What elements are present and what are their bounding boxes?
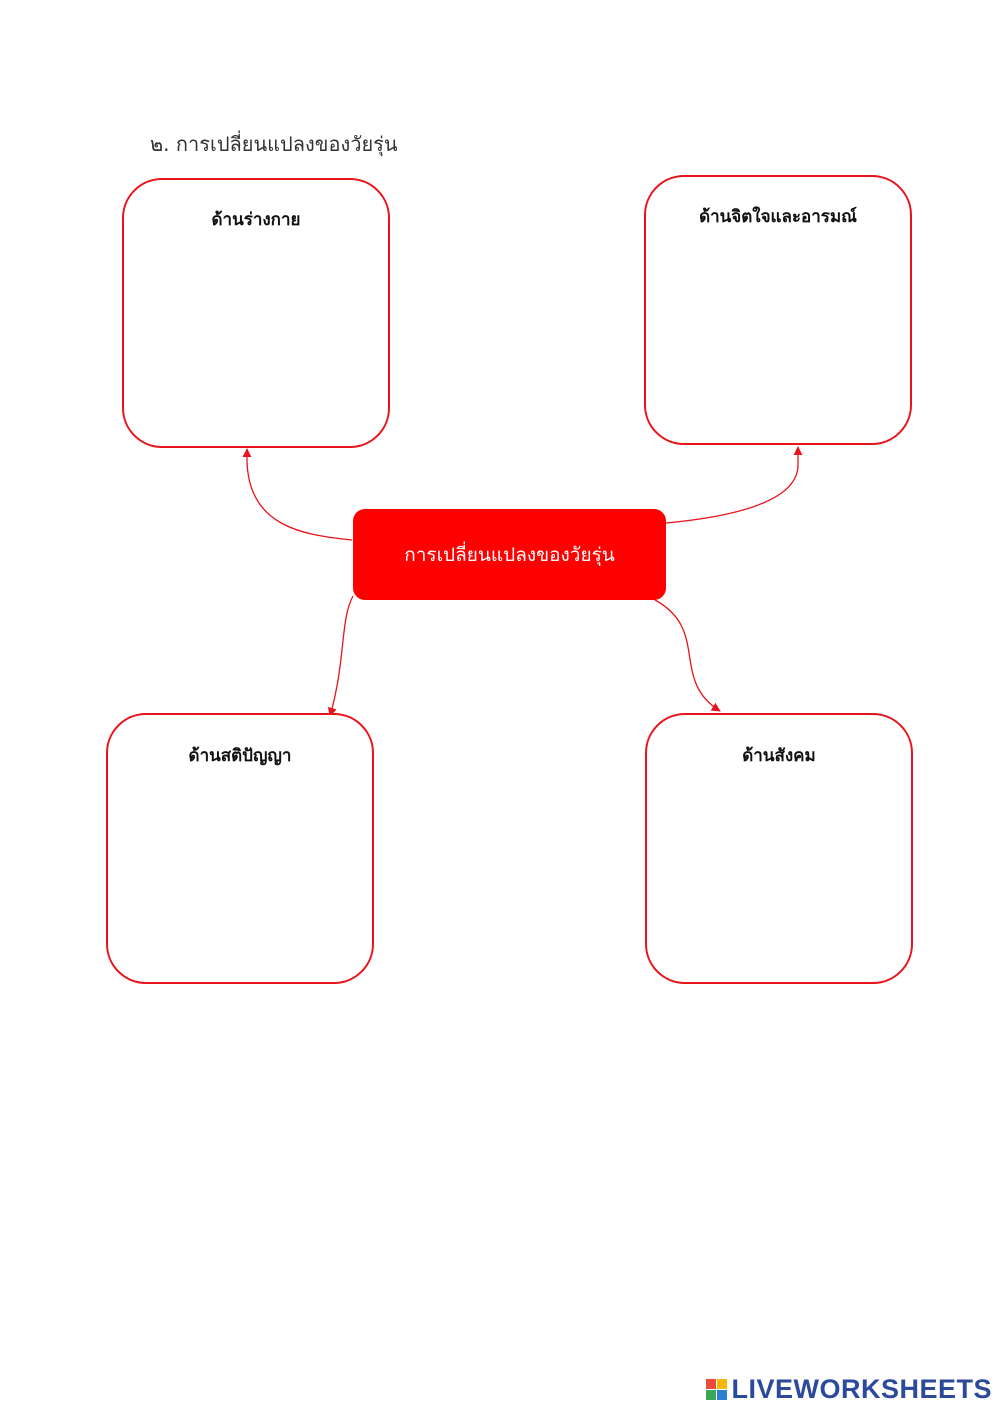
physical-answer-area[interactable]	[146, 240, 366, 424]
arrow-to-physical	[242, 448, 353, 541]
center-topic-node: การเปลี่ยนแปลงของวัยรุ่น	[353, 509, 666, 600]
intellectual-box-title: ด้านสติปัญญา	[188, 746, 292, 766]
intellectual-answer-area[interactable]	[130, 775, 350, 960]
social-box: ด้านสังคม	[645, 713, 913, 984]
physical-box-title: ด้านร่างกาย	[211, 210, 301, 230]
intellectual-box: ด้านสติปัญญา	[106, 713, 374, 984]
arrow-to-intellectual	[327, 595, 354, 717]
watermark-text: LIVEWORKSHEETS	[731, 1374, 992, 1404]
liveworksheets-watermark: LIVEWORKSHEETS	[706, 1374, 992, 1405]
worksheet-heading: ๒. การเปลี่ยนแปลงของวัยรุ่น	[150, 132, 398, 156]
social-box-title: ด้านสังคม	[742, 746, 816, 766]
emotional-box: ด้านจิตใจและอารมณ์	[644, 175, 912, 445]
liveworksheets-logo-icon	[706, 1379, 728, 1400]
social-answer-area[interactable]	[669, 775, 889, 960]
emotional-box-title: ด้านจิตใจและอารมณ์	[699, 207, 857, 227]
arrow-to-social	[654, 599, 721, 712]
emotional-answer-area[interactable]	[668, 237, 888, 421]
arrow-to-emotional	[665, 446, 803, 524]
center-topic-label: การเปลี่ยนแปลงของวัยรุ่น	[404, 543, 615, 566]
physical-box: ด้านร่างกาย	[122, 178, 390, 448]
